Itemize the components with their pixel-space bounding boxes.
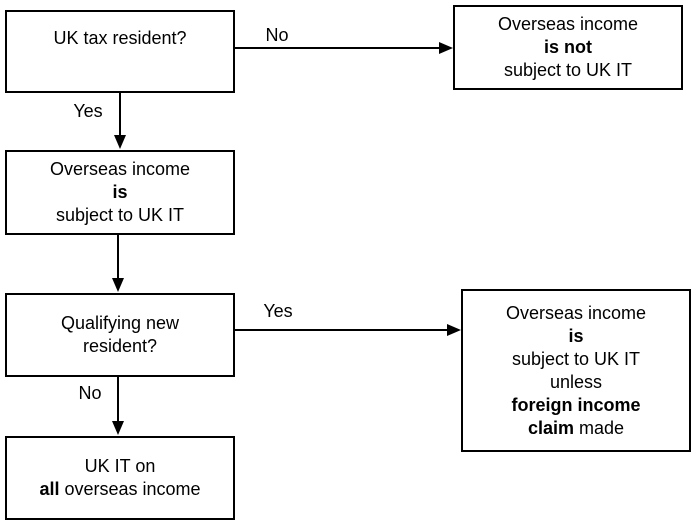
box-text-line: UK IT on	[84, 456, 156, 476]
arrowhead-down-icon	[114, 135, 126, 149]
box-text-line: Overseas income	[497, 14, 639, 34]
edge-label-no-bottom: No	[78, 383, 102, 403]
regular-text: overseas income	[59, 479, 201, 499]
box-text-line: subject to UK IT	[55, 205, 185, 225]
box-subject-unless-claim: Overseas income is subject to UK IT unle…	[461, 289, 691, 452]
bold-text: foreign income	[511, 394, 641, 415]
box-subject-to-uk-it: Overseas income is subject to UK IT	[5, 150, 235, 235]
box-text-line: resident?	[82, 336, 158, 356]
connector-yes-top	[119, 93, 121, 136]
box-uk-it-on-all: UK IT on all overseas income	[5, 436, 235, 520]
box-text-line: is	[568, 325, 583, 348]
box-uk-tax-resident: UK tax resident?	[5, 10, 235, 93]
arrowhead-right-icon	[447, 324, 461, 336]
box-text-line: subject to UK IT	[503, 60, 633, 80]
connector-middle	[117, 235, 119, 279]
box-qualifying-new-resident: Qualifying new resident?	[5, 293, 235, 377]
bold-text: is not	[544, 37, 592, 57]
box-text-line: subject to UK IT	[511, 348, 641, 369]
edge-label-yes-top: Yes	[73, 101, 103, 121]
connector-yes-middle	[235, 329, 448, 331]
bold-text: is	[568, 325, 584, 346]
edge-label-yes-middle: Yes	[263, 301, 293, 321]
arrowhead-down-icon	[112, 421, 124, 435]
arrowhead-down-icon	[112, 278, 124, 292]
box-not-subject-to-uk-it: Overseas income is not subject to UK IT	[453, 5, 683, 90]
arrowhead-right-icon	[439, 42, 453, 54]
box-text-line: unless	[549, 371, 603, 392]
bold-text: all	[39, 479, 60, 499]
regular-text: made	[574, 417, 625, 438]
box-text-line: Overseas income	[49, 159, 191, 179]
bold-text: claim	[527, 417, 574, 438]
box-text-line: foreign income	[511, 394, 640, 417]
edge-label-no-top: No	[265, 25, 289, 45]
box-text-line: is	[112, 181, 127, 204]
box-text-line: all overseas income	[39, 478, 200, 501]
box-text-line: is not	[544, 36, 592, 59]
connector-no-top	[235, 47, 441, 49]
box-text-line: Qualifying new	[60, 313, 180, 333]
bold-text: is	[112, 182, 128, 202]
box-text-line: claim made	[528, 417, 624, 440]
connector-no-bottom	[117, 377, 119, 422]
box-uk-tax-resident-text: UK tax resident?	[53, 28, 187, 48]
box-text-line: Overseas income	[505, 302, 647, 323]
